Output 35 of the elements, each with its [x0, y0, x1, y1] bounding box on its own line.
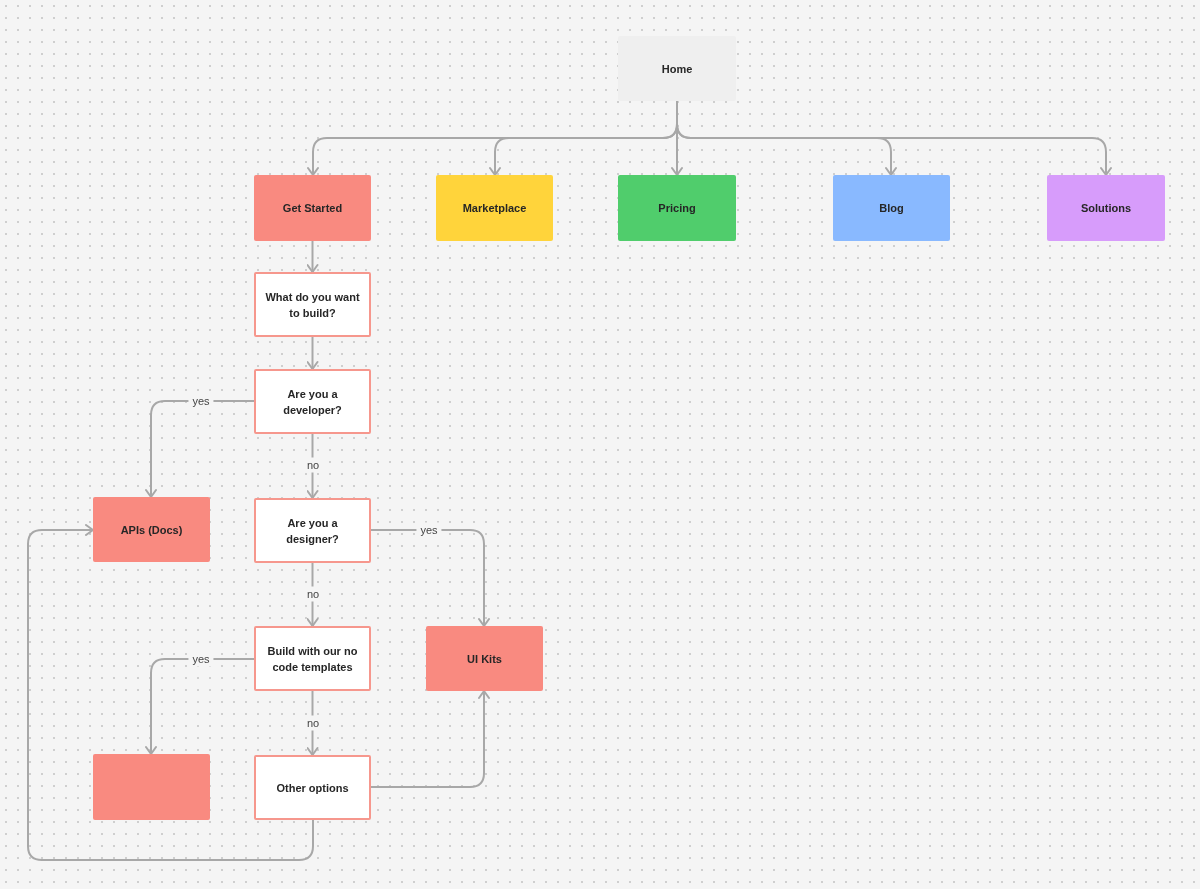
- question-box: [254, 755, 371, 820]
- page-box: [93, 754, 210, 820]
- page-box: [436, 175, 553, 241]
- question-box: [254, 498, 371, 563]
- node-label: Other options: [276, 780, 349, 796]
- arrow: [370, 529, 490, 627]
- arrow: [370, 690, 490, 788]
- arrow: [306, 336, 319, 370]
- question-box: [254, 272, 371, 337]
- node-label: Home: [661, 61, 693, 77]
- edge-label: yes: [188, 651, 214, 667]
- page-box: [93, 497, 210, 562]
- node-label: Are you a developer?: [282, 386, 343, 418]
- arrow: [27, 524, 314, 861]
- node-label: Pricing: [658, 201, 696, 216]
- arrow: [306, 690, 319, 756]
- page-box: [254, 175, 371, 241]
- node-label: What do you want to build?: [264, 289, 361, 321]
- node-label: Build with our no code templates: [266, 643, 359, 675]
- node-label: UI Kits: [467, 651, 502, 667]
- arrow: [306, 240, 319, 273]
- node-label: APIs (Docs): [120, 522, 183, 538]
- page-box: [618, 175, 736, 241]
- node-label: Get Started: [282, 201, 343, 216]
- question-box: [254, 626, 371, 691]
- page-box: [426, 626, 543, 691]
- node-label: Are you a designer?: [285, 515, 340, 547]
- question-box: [254, 369, 371, 434]
- arrow: [306, 562, 319, 627]
- node-label: Marketplace: [462, 201, 527, 216]
- node-label: Solutions: [1080, 201, 1132, 216]
- page-box: [1047, 175, 1165, 241]
- node-label: Blog: [879, 201, 904, 216]
- page-box: [833, 175, 950, 241]
- page-box: [618, 36, 736, 101]
